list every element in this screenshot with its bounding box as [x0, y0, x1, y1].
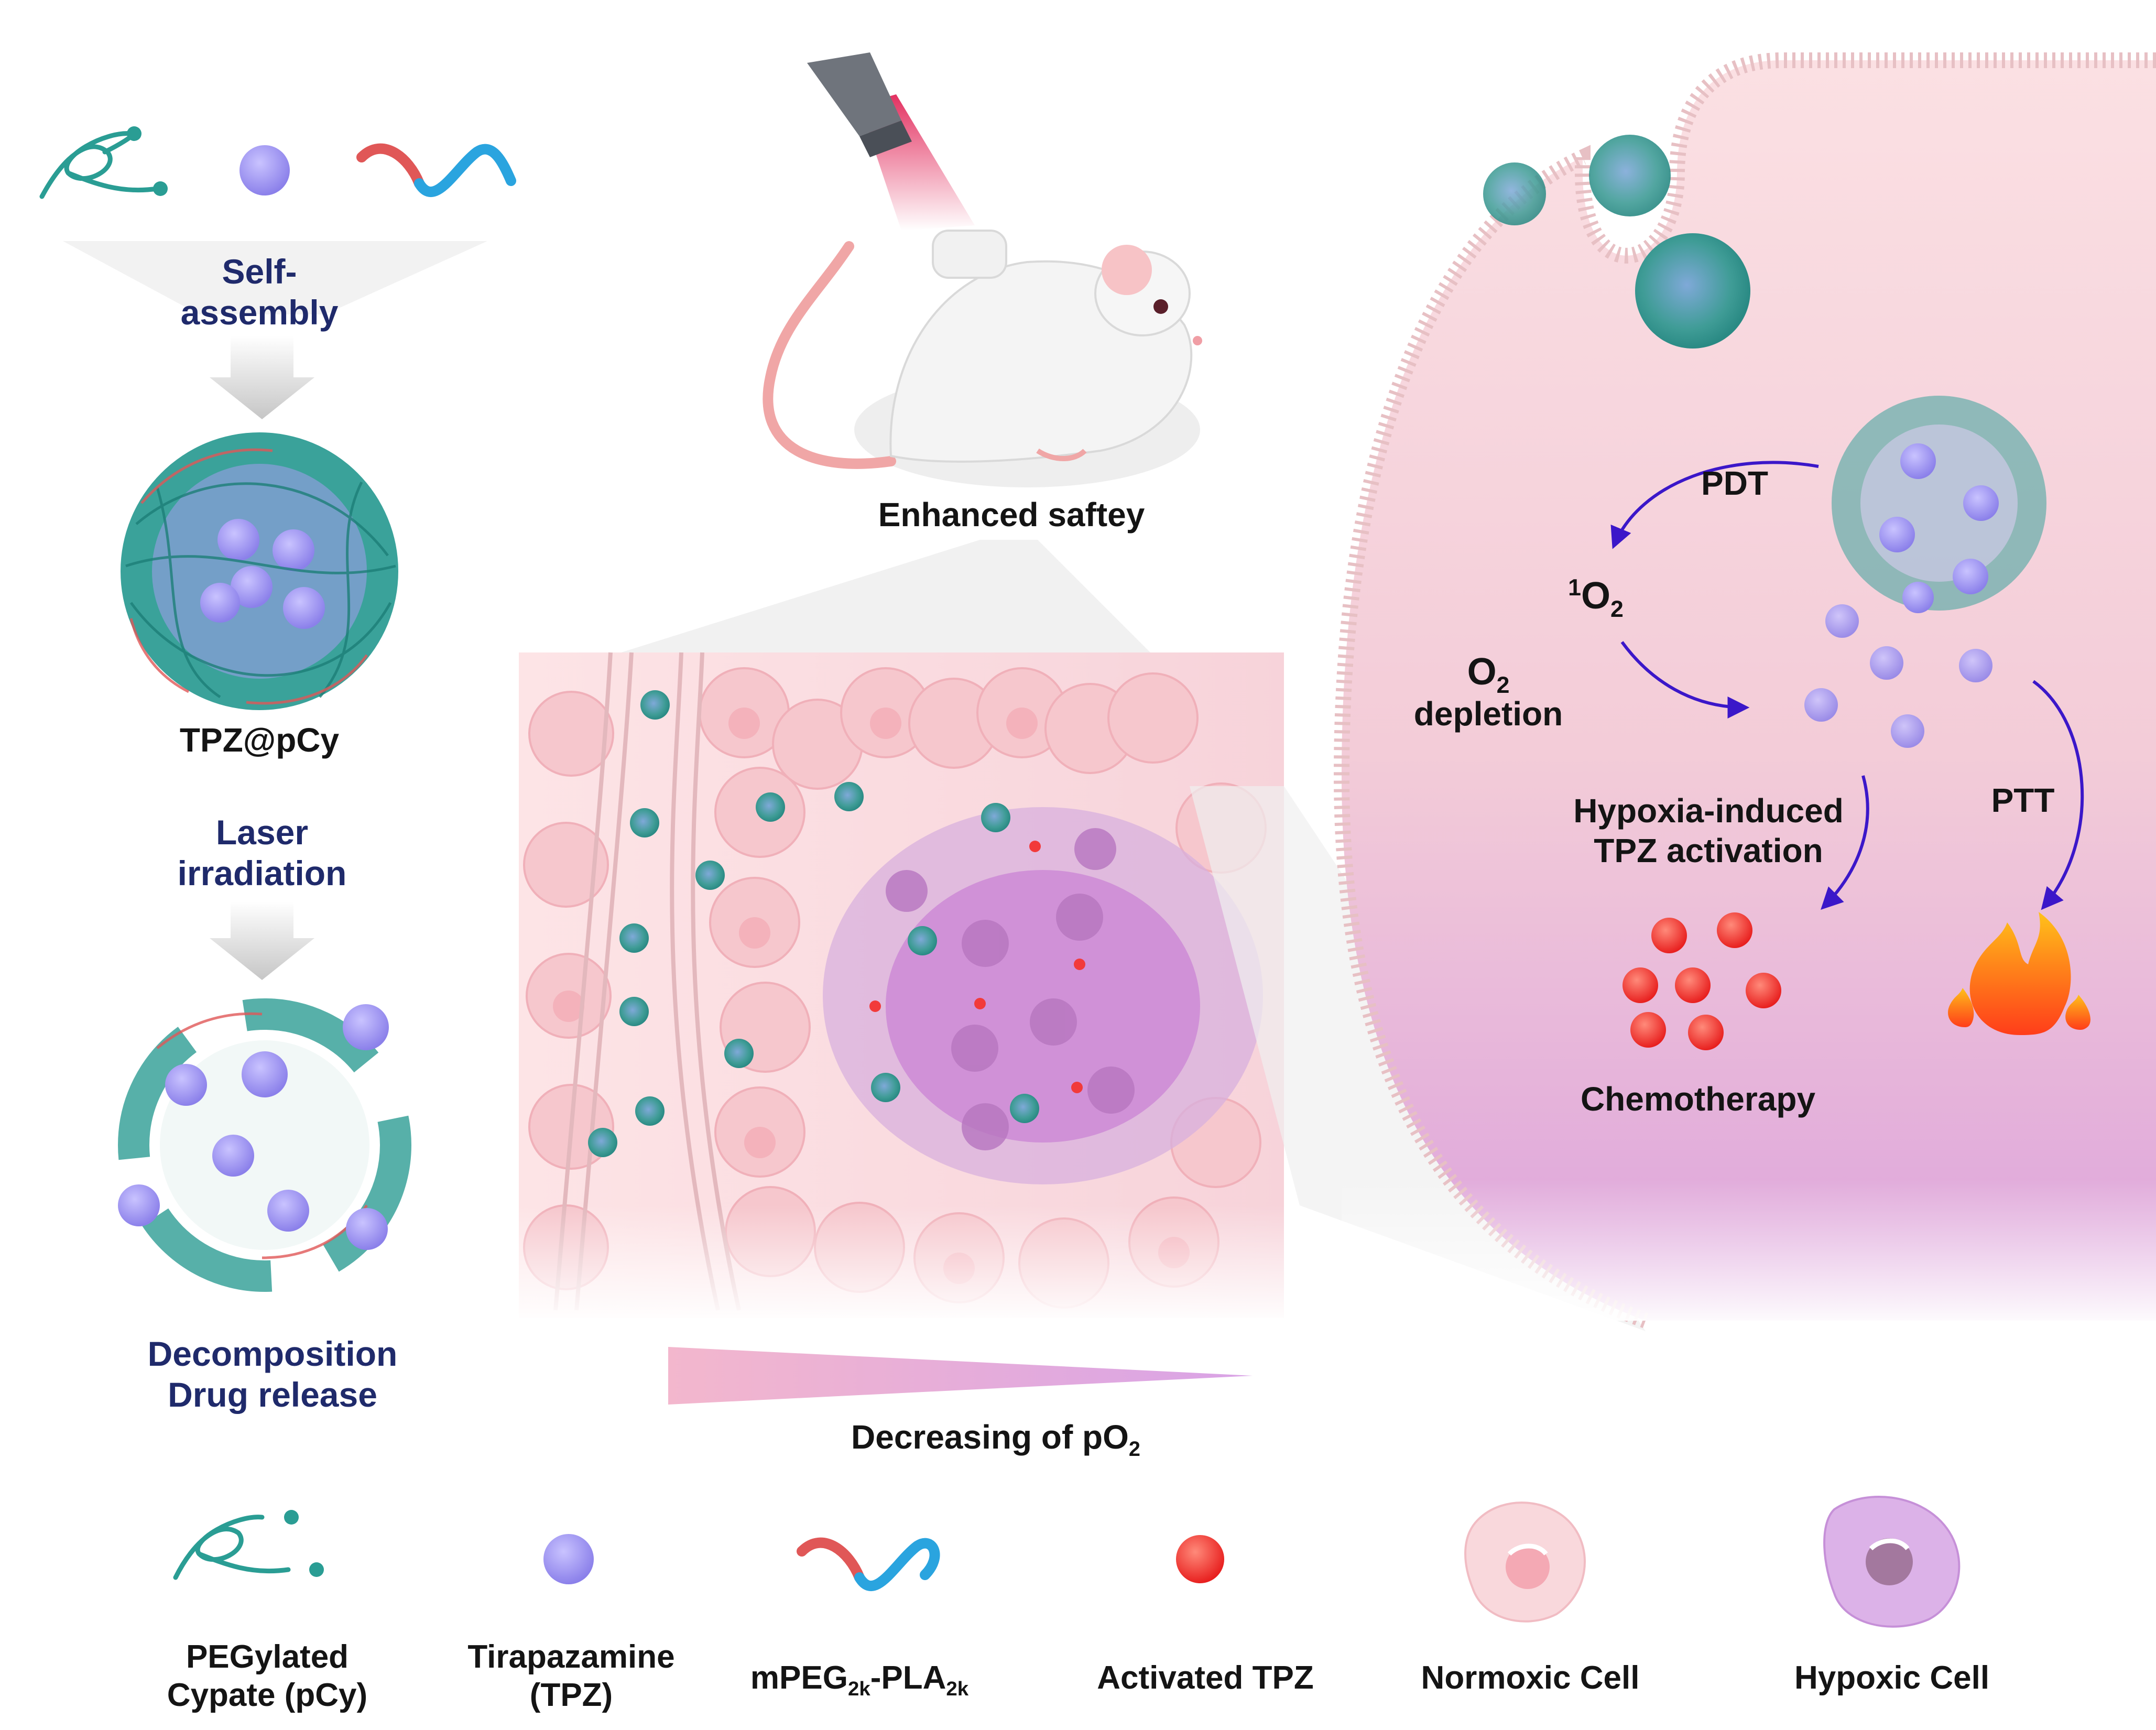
legend-normoxic-label: Normoxic Cell [1421, 1660, 1640, 1696]
down-arrow [210, 335, 314, 419]
legend-pcy-end-dot [309, 1562, 324, 1577]
mouse-illustration [763, 230, 1202, 487]
legend-mpeg-pla-label: mPEG2k-PLA2k [750, 1660, 969, 1701]
legend-tpz-icon [543, 1534, 594, 1584]
tpz-pcy-nanoparticle [121, 432, 398, 710]
legend-pcy-icon [173, 1515, 291, 1580]
hypoxia-activation-label: Hypoxia-induced TPZ activation [1573, 792, 1844, 869]
laser-probe-tip [859, 121, 912, 157]
legend-normoxic-cell-icon [1464, 1501, 1586, 1623]
pdt-arrow [1610, 461, 1819, 549]
activated-tpz-cluster [1623, 912, 1781, 1050]
legend-hypoxic-label: Hypoxic Cell [1794, 1660, 1990, 1696]
legend-activated-tpz-label: Activated TPZ [1097, 1660, 1314, 1696]
ptt-label: PTT [1991, 781, 2055, 819]
mpeg-pla-icon [356, 143, 516, 197]
decomposition-label: Decomposition Drug release [147, 1334, 398, 1414]
assembly-funnel [63, 241, 487, 314]
legend-mpeg-pla-icon [797, 1537, 940, 1591]
po2-gradient-wedge [668, 1347, 1253, 1405]
pcy-polymer-icon [39, 131, 160, 199]
tpz-pcy-label: TPZ@pCy [179, 721, 340, 759]
pdt-label: PDT [1701, 464, 1768, 502]
laser-irradiation-label: Laser irradiation [177, 813, 347, 893]
o2-depletion-label: O2 depletion [1413, 651, 1563, 733]
enhanced-safety-label: Enhanced saftey [878, 496, 1145, 534]
ptt-arrow [2032, 680, 2084, 910]
legend-activated-tpz-icon [1176, 1535, 1224, 1583]
hypoxia-arrow [1821, 775, 1869, 910]
singlet-oxygen-label: 1O2 [1568, 575, 1624, 622]
pcy-polymer-end-dot [127, 126, 141, 141]
intracellular-nanoparticle [1832, 396, 2046, 613]
endocytosed-nanoparticles [1483, 135, 1750, 349]
chemotherapy-label: Chemotherapy [1580, 1080, 1816, 1118]
laser-probe-icon [807, 52, 901, 136]
singlet-oxygen-arrow [1620, 641, 1750, 719]
legend-hypoxic-cell-icon [1823, 1496, 1961, 1628]
legend-tpz-label: Tirapazamine (TPZ) [467, 1639, 675, 1714]
decreasing-po2-label: Decreasing of pO2 [851, 1418, 1140, 1461]
fire-icon [1948, 912, 2090, 1035]
pcy-polymer-end-dot [153, 181, 168, 196]
tumor-tissue [519, 652, 1284, 1318]
legend-pcy-label: PEGylated Cypate (pCy) [167, 1639, 368, 1714]
self-assembly-label: Self- assembly [180, 252, 339, 332]
tpz-molecule-icon [239, 145, 290, 195]
legend-pcy-end-dot [284, 1510, 299, 1525]
down-arrow [210, 901, 314, 980]
released-tpz [1804, 604, 1992, 748]
decomposed-nanoparticle [118, 998, 411, 1292]
